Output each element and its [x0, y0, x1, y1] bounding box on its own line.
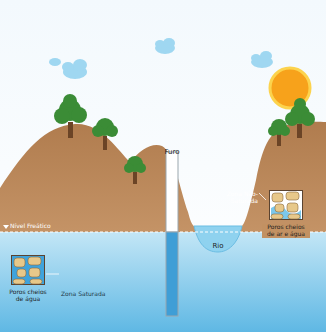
river-water — [194, 226, 242, 252]
leader-line — [46, 274, 59, 275]
ground-hills — [0, 122, 326, 232]
well-water — [166, 232, 178, 316]
pore-inset: Poros cheios de ar e água — [262, 190, 310, 240]
trees — [54, 94, 315, 184]
well-casing — [166, 152, 178, 232]
zone-label: Zona Saturada — [61, 291, 121, 298]
water-table-symbol — [3, 225, 9, 229]
feature-label: Furo — [163, 148, 180, 156]
pore-caption: Poros cheios de ar e água — [262, 224, 310, 238]
pore-picture — [269, 190, 303, 220]
leader-line — [259, 193, 266, 200]
feature-label: Rio — [211, 242, 224, 250]
well-node: Furo — [154, 139, 190, 158]
clouds — [49, 38, 273, 79]
river-node: Rio — [204, 233, 232, 252]
pore-picture — [11, 255, 45, 285]
pore-caption: Poros cheios de água — [4, 289, 52, 303]
zone-label: Zona Não-Saturada — [220, 191, 258, 205]
water-table-label: Nível Freático — [10, 223, 70, 230]
saturated-zone — [0, 232, 326, 332]
pore-inset: Poros cheios de água — [4, 255, 52, 305]
